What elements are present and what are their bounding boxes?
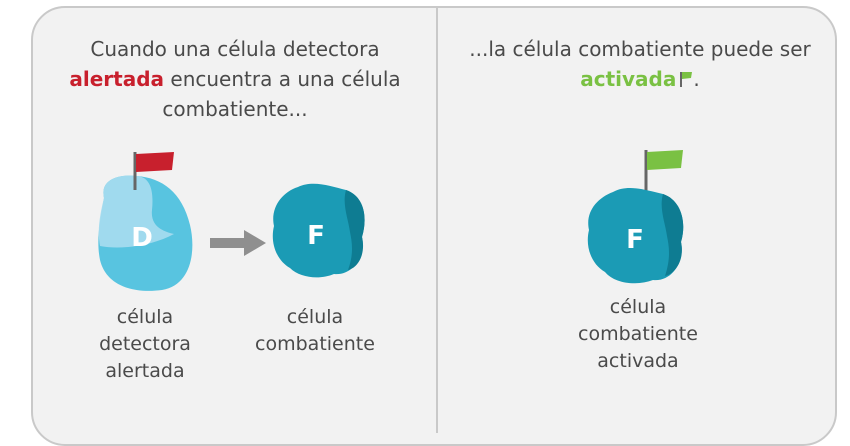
green-flag-icon [647,150,683,170]
fighter-cell-activated-body [587,188,684,284]
fighter-cell-left-body [272,183,365,278]
detector-cell-highlight [98,175,174,248]
activated-highlight: activada [580,67,677,91]
panel-divider [436,6,438,433]
fighter-cell-left-shade [344,190,365,270]
alerted-highlight: alertada [69,67,165,91]
fighter-label-left: célula combatiente [255,306,375,355]
arrow-right-icon [210,230,266,256]
left-caption-before: Cuando una célula detectora [90,37,380,61]
red-flag-icon [136,152,174,172]
activated-fighter-label: célula combatiente activada [578,296,698,372]
fighter-cell-left: F [272,183,365,278]
small-green-flag-icon [680,72,693,87]
right-caption-after: . [693,67,700,91]
detector-letter: D [131,223,153,253]
left-caption-after: encuentra a una célula combatiente... [162,67,401,121]
fighter-cell-activated: F [587,150,684,284]
fighter-letter-left: F [307,221,325,251]
right-panel-caption: ...la célula combatiente puede ser activ… [460,34,820,94]
detector-cell: D [98,152,193,291]
fighter-cell-activated-shade [661,194,684,276]
right-caption-before: ...la célula combatiente puede ser [469,37,811,61]
detector-label: célula detectora alertada [99,306,191,382]
left-panel-caption: Cuando una célula detectora alertada enc… [50,34,420,124]
fighter-letter-activated: F [626,225,644,255]
